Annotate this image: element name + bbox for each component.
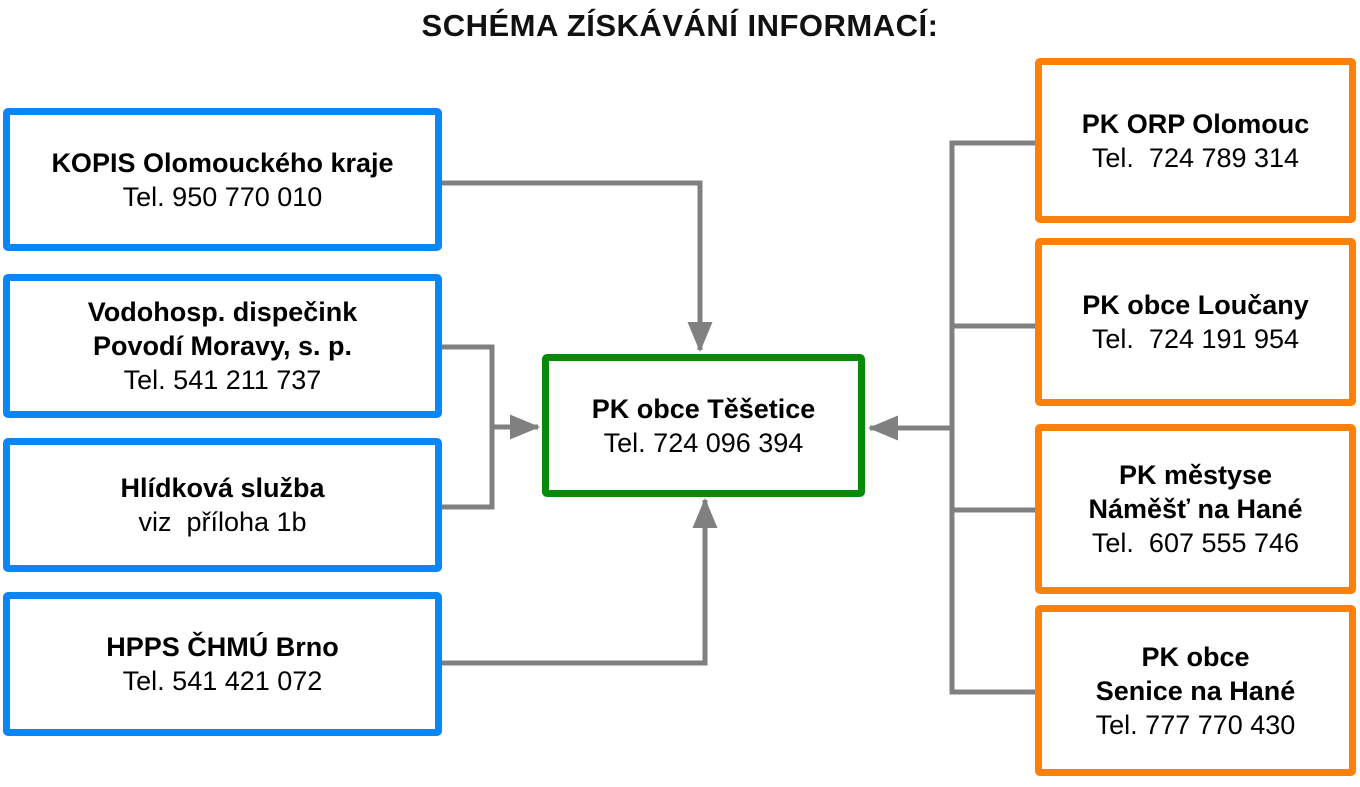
connector-kopis-to-center <box>441 180 713 353</box>
node-title: PK obce Těšetice <box>591 393 816 424</box>
node-hlidkova-sluzba: Hlídková služba viz příloha 1b <box>3 438 442 572</box>
node-title-line2: Senice na Hané <box>1095 675 1296 706</box>
node-phone: Tel. 724 096 394 <box>603 427 804 458</box>
connector-hpps-to-center <box>441 497 718 666</box>
node-phone: Tel. 541 211 737 <box>123 365 322 395</box>
node-title: HPPS ČHMÚ Brno <box>106 632 339 662</box>
node-title-line2: Náměšť na Hané <box>1088 494 1303 524</box>
node-title: PK obce <box>1141 641 1250 672</box>
connector-vodohosp-hlidkova-junction <box>441 344 495 510</box>
node-title: PK městyse <box>1118 460 1273 490</box>
node-hpps-chmu-brno: HPPS ČHMÚ Brno Tel. 541 421 072 <box>3 592 442 736</box>
node-vodohosp-dispecink: Vodohosp. dispečink Povodí Moravy, s. p.… <box>3 274 442 418</box>
node-phone: Tel. 950 770 010 <box>122 181 323 212</box>
node-phone: Tel. 724 191 954 <box>1091 324 1300 354</box>
node-pk-obce-senice-na-hane: PK obce Senice na Hané Tel. 777 770 430 <box>1035 605 1356 776</box>
node-title: KOPIS Olomouckého kraje <box>51 147 394 178</box>
node-title: PK obce Loučany <box>1082 290 1309 320</box>
node-note: viz příloha 1b <box>138 507 307 537</box>
node-title: Hlídková služba <box>120 473 325 503</box>
node-title: Vodohosp. dispečink <box>87 297 358 327</box>
node-phone: Tel. 777 770 430 <box>1095 709 1296 740</box>
node-title-line2: Povodí Moravy, s. p. <box>92 331 353 361</box>
node-pk-orp-olomouc: PK ORP Olomouc Tel. 724 789 314 <box>1035 58 1356 223</box>
node-title: PK ORP Olomouc <box>1081 108 1310 139</box>
node-pk-obce-tesetice: PK obce Těšetice Tel. 724 096 394 <box>542 354 865 497</box>
diagram-title: SCHÉMA ZÍSKÁVÁNÍ INFORMACÍ: <box>421 8 939 43</box>
node-pk-obce-loucany: PK obce Loučany Tel. 724 191 954 <box>1035 238 1356 406</box>
node-phone: Tel. 607 555 746 <box>1091 528 1300 558</box>
node-kopis-olomouckeho-kraje: KOPIS Olomouckého kraje Tel. 950 770 010 <box>3 108 442 251</box>
node-phone: Tel. 541 421 072 <box>122 666 323 696</box>
connector-right-trunk <box>949 140 1038 695</box>
node-pk-mestyse-namest-na-hane: PK městyse Náměšť na Hané Tel. 607 555 7… <box>1035 424 1356 594</box>
node-phone: Tel. 724 789 314 <box>1091 142 1300 173</box>
